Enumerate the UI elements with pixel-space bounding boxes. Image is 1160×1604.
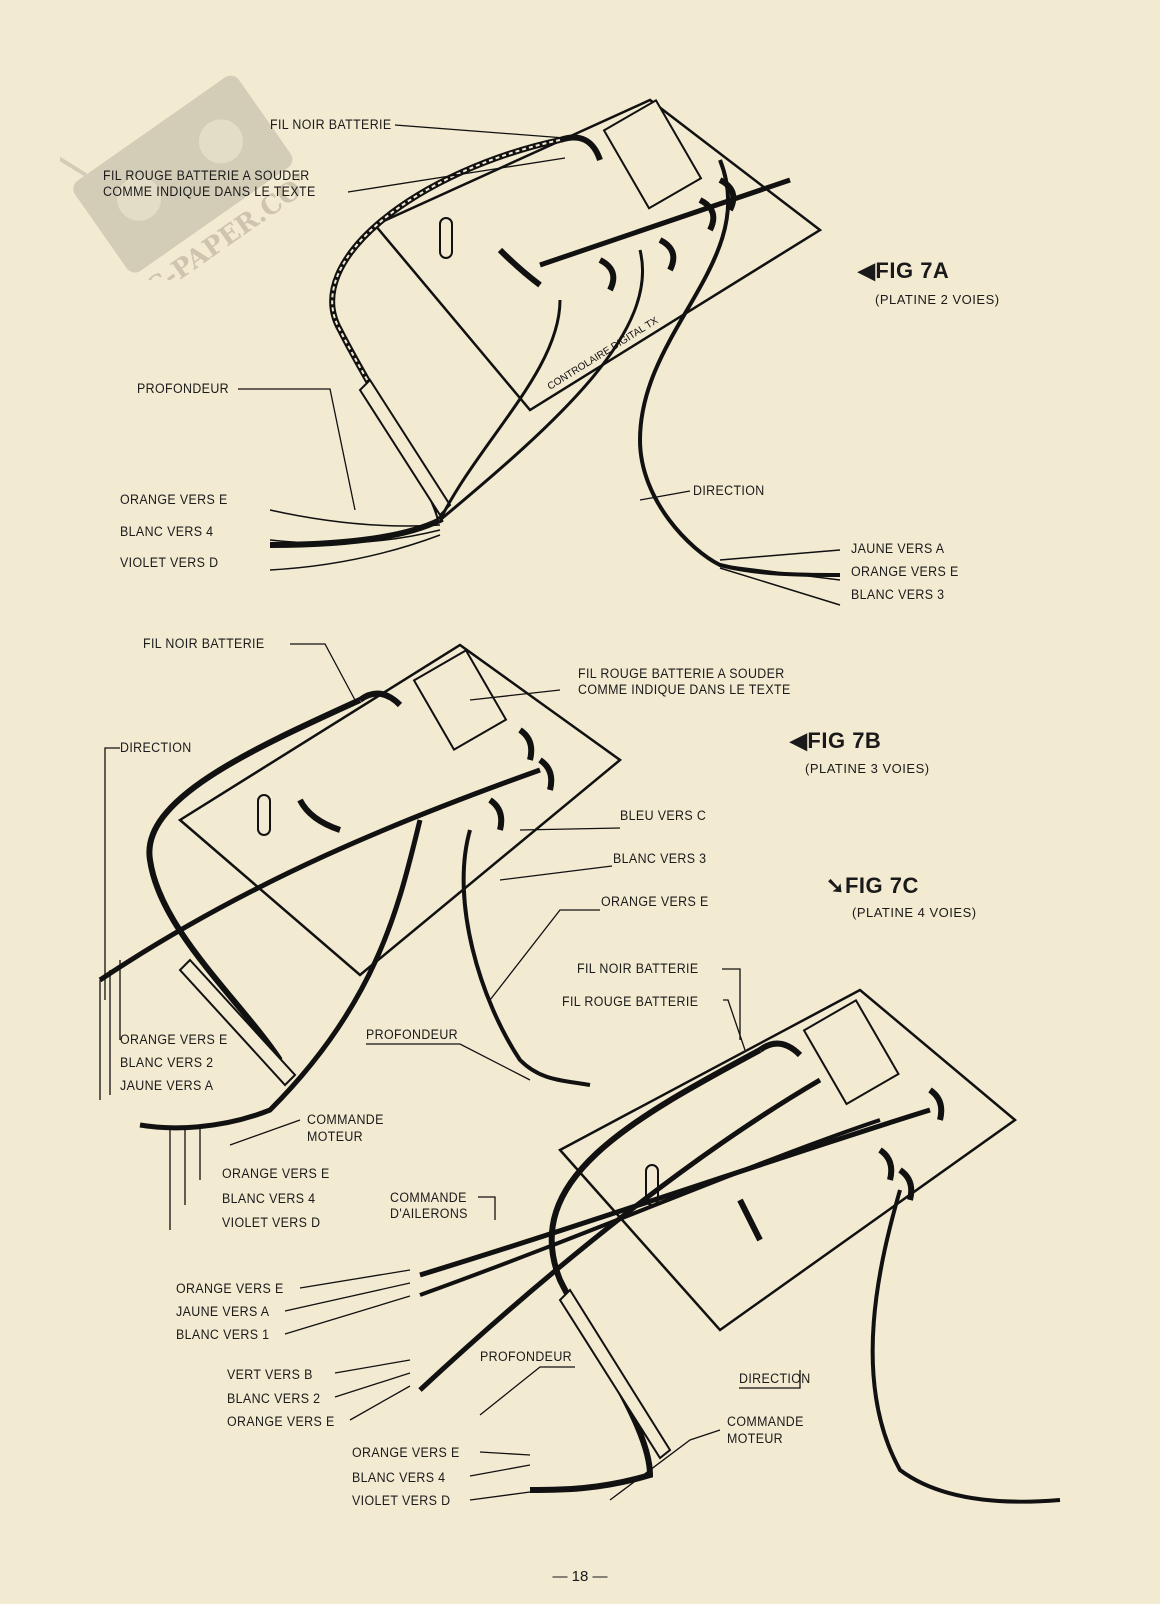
fig7b-label-fil-rouge-2: COMME INDIQUE DANS LE TEXTE bbox=[578, 682, 791, 697]
fig7b-label-fil-rouge-1: FIL ROUGE BATTERIE A SOUDER bbox=[578, 666, 785, 681]
fig7a-label-direction: DIRECTION bbox=[693, 483, 765, 498]
fig7c-label-direction: DIRECTION bbox=[739, 1371, 811, 1386]
fig7a-label-orange-e: ORANGE VERS E bbox=[120, 492, 228, 507]
fig7c-label-blanc-2: BLANC VERS 2 bbox=[227, 1391, 321, 1406]
fig7b-label-commande: COMMANDE bbox=[307, 1112, 384, 1127]
fig7b-servo-arm bbox=[178, 958, 297, 1087]
fig7b-label-profondeur: PROFONDEUR bbox=[366, 1027, 459, 1042]
fig7c-label-violet-d: VIOLET VERS D bbox=[352, 1493, 451, 1508]
fig7a-title: ◀FIG 7A bbox=[858, 258, 950, 283]
fig7c-label-commande: COMMANDE bbox=[390, 1190, 467, 1205]
fig7b-label-jaune-a: JAUNE VERS A bbox=[120, 1078, 214, 1093]
fig7a-servo-arm bbox=[358, 378, 452, 517]
page-number: — 18 — bbox=[552, 1568, 608, 1585]
fig7c-label-orange-e2: ORANGE VERS E bbox=[227, 1414, 335, 1429]
fig7c-label-fil-rouge: FIL ROUGE BATTERIE bbox=[562, 994, 699, 1009]
arrow-left-icon: ◀ bbox=[858, 258, 876, 283]
fig7c-label-blanc-1: BLANC VERS 1 bbox=[176, 1327, 270, 1342]
fig7b-subtitle: (PLATINE 3 VOIES) bbox=[805, 761, 930, 776]
fig7c-label-moteur: MOTEUR bbox=[727, 1431, 784, 1446]
fig7c-label-fil-noir: FIL NOIR BATTERIE bbox=[577, 961, 699, 976]
fig7c-subtitle: (PLATINE 4 VOIES) bbox=[852, 905, 977, 920]
fig7b-label-blanc-4: BLANC VERS 4 bbox=[222, 1191, 316, 1206]
fig7c-label-profondeur: PROFONDEUR bbox=[480, 1349, 573, 1364]
fig7b-label-bleu-c: BLEU VERS C bbox=[620, 808, 707, 823]
fig7c-servo-arm bbox=[558, 1288, 672, 1460]
fig7a-board: CONTROLAIRE DIGITAL TX bbox=[372, 98, 823, 412]
fig7b-label-orange-e2: ORANGE VERS E bbox=[120, 1032, 228, 1047]
arrow-down-icon: ➘ bbox=[826, 873, 845, 898]
fig7c-title: ➘FIG 7C bbox=[826, 873, 919, 898]
fig7a-wire-right bbox=[637, 159, 841, 577]
fig7b-label-violet-d: VIOLET VERS D bbox=[222, 1215, 321, 1230]
fig7c-label-jaune-a: JAUNE VERS A bbox=[176, 1304, 270, 1319]
fig7a-label-fil-rouge-1: FIL ROUGE BATTERIE A SOUDER bbox=[103, 168, 310, 183]
fig7b-label-orange-e: ORANGE VERS E bbox=[601, 894, 709, 909]
fig7b-wire-bundle bbox=[146, 697, 362, 1062]
fig7a-label-jaune-a: JAUNE VERS A bbox=[851, 541, 945, 556]
fig7a-subtitle: (PLATINE 2 VOIES) bbox=[875, 292, 1000, 307]
fig7a-label-violet-d: VIOLET VERS D bbox=[120, 555, 219, 570]
fig7b-board bbox=[177, 643, 623, 977]
fig7a-label-blanc-3: BLANC VERS 3 bbox=[851, 587, 945, 602]
fig7c-wire-aileron bbox=[419, 1107, 931, 1278]
fig7c-board bbox=[558, 988, 1018, 1332]
fig7b-label-direction: DIRECTION bbox=[120, 740, 192, 755]
fig7c-label-vert-b: VERT VERS B bbox=[227, 1367, 313, 1382]
fig7c-label-orange-e3: ORANGE VERS E bbox=[352, 1445, 460, 1460]
fig7a-label-blanc-4: BLANC VERS 4 bbox=[120, 524, 214, 539]
fig7a-label-fil-rouge-2: COMME INDIQUE DANS LE TEXTE bbox=[103, 184, 316, 199]
fig7b-label-blanc-2: BLANC VERS 2 bbox=[120, 1055, 214, 1070]
fig7b-label-orange-e3: ORANGE VERS E bbox=[222, 1166, 330, 1181]
fig7a-label-orange-e2: ORANGE VERS E bbox=[851, 564, 959, 579]
fig7c-label-commande-moteur-1: COMMANDE bbox=[727, 1414, 804, 1429]
fig7b-label-moteur: MOTEUR bbox=[307, 1129, 364, 1144]
fig7c-label-ailerons: D'AILERONS bbox=[390, 1206, 468, 1221]
fig7c-label-orange-e: ORANGE VERS E bbox=[176, 1281, 284, 1296]
fig7b-title: ◀FIG 7B bbox=[790, 728, 882, 753]
fig7b-label-blanc-3: BLANC VERS 3 bbox=[613, 851, 707, 866]
fig7b-label-fil-noir: FIL NOIR BATTERIE bbox=[143, 636, 265, 651]
fig7a-label-fil-noir: FIL NOIR BATTERIE bbox=[270, 117, 392, 132]
fig7c-label-blanc-4: BLANC VERS 4 bbox=[352, 1470, 446, 1485]
fig7a-label-profondeur: PROFONDEUR bbox=[137, 381, 230, 396]
arrow-left-icon: ◀ bbox=[790, 728, 808, 753]
